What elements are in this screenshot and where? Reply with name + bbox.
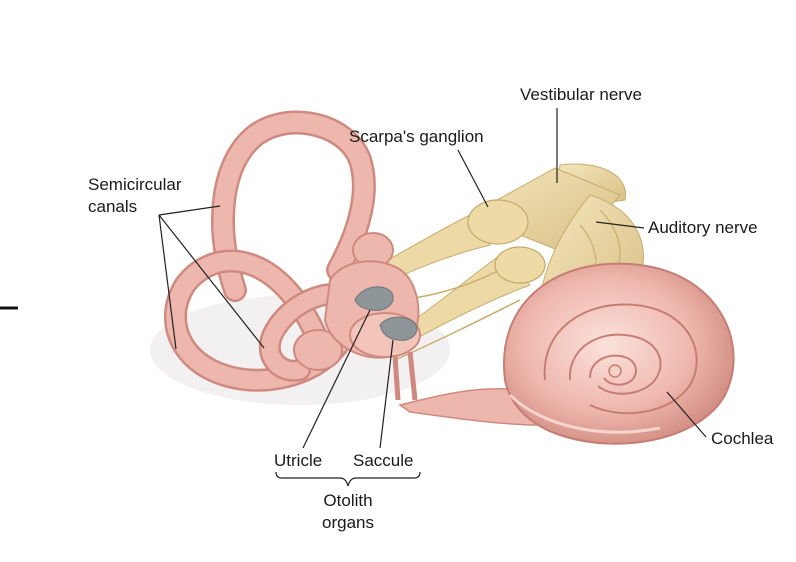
scarpas-ganglion	[467, 199, 546, 284]
label-semicircular-canals-line1: Semicircular	[88, 175, 182, 194]
label-saccule: Saccule	[353, 451, 414, 470]
utricle-macula	[354, 286, 394, 311]
label-cochlea: Cochlea	[711, 429, 774, 448]
saccule-macula	[379, 316, 418, 341]
label-otolith-organs-line1: Otolith	[323, 491, 373, 510]
ductus-reuniens	[392, 351, 418, 401]
label-utricle: Utricle	[274, 451, 323, 470]
label-semicircular-canals-line2: canals	[88, 197, 138, 216]
cochlea	[502, 262, 735, 445]
label-vestibular-nerve: Vestibular nerve	[520, 85, 642, 104]
label-scarpas-ganglion: Scarpa's ganglion	[349, 127, 484, 146]
leader-lines	[158, 108, 707, 487]
label-auditory-nerve: Auditory nerve	[648, 218, 758, 237]
ampulla	[293, 329, 343, 371]
label-otolith-organs-line2: organs	[322, 513, 374, 532]
